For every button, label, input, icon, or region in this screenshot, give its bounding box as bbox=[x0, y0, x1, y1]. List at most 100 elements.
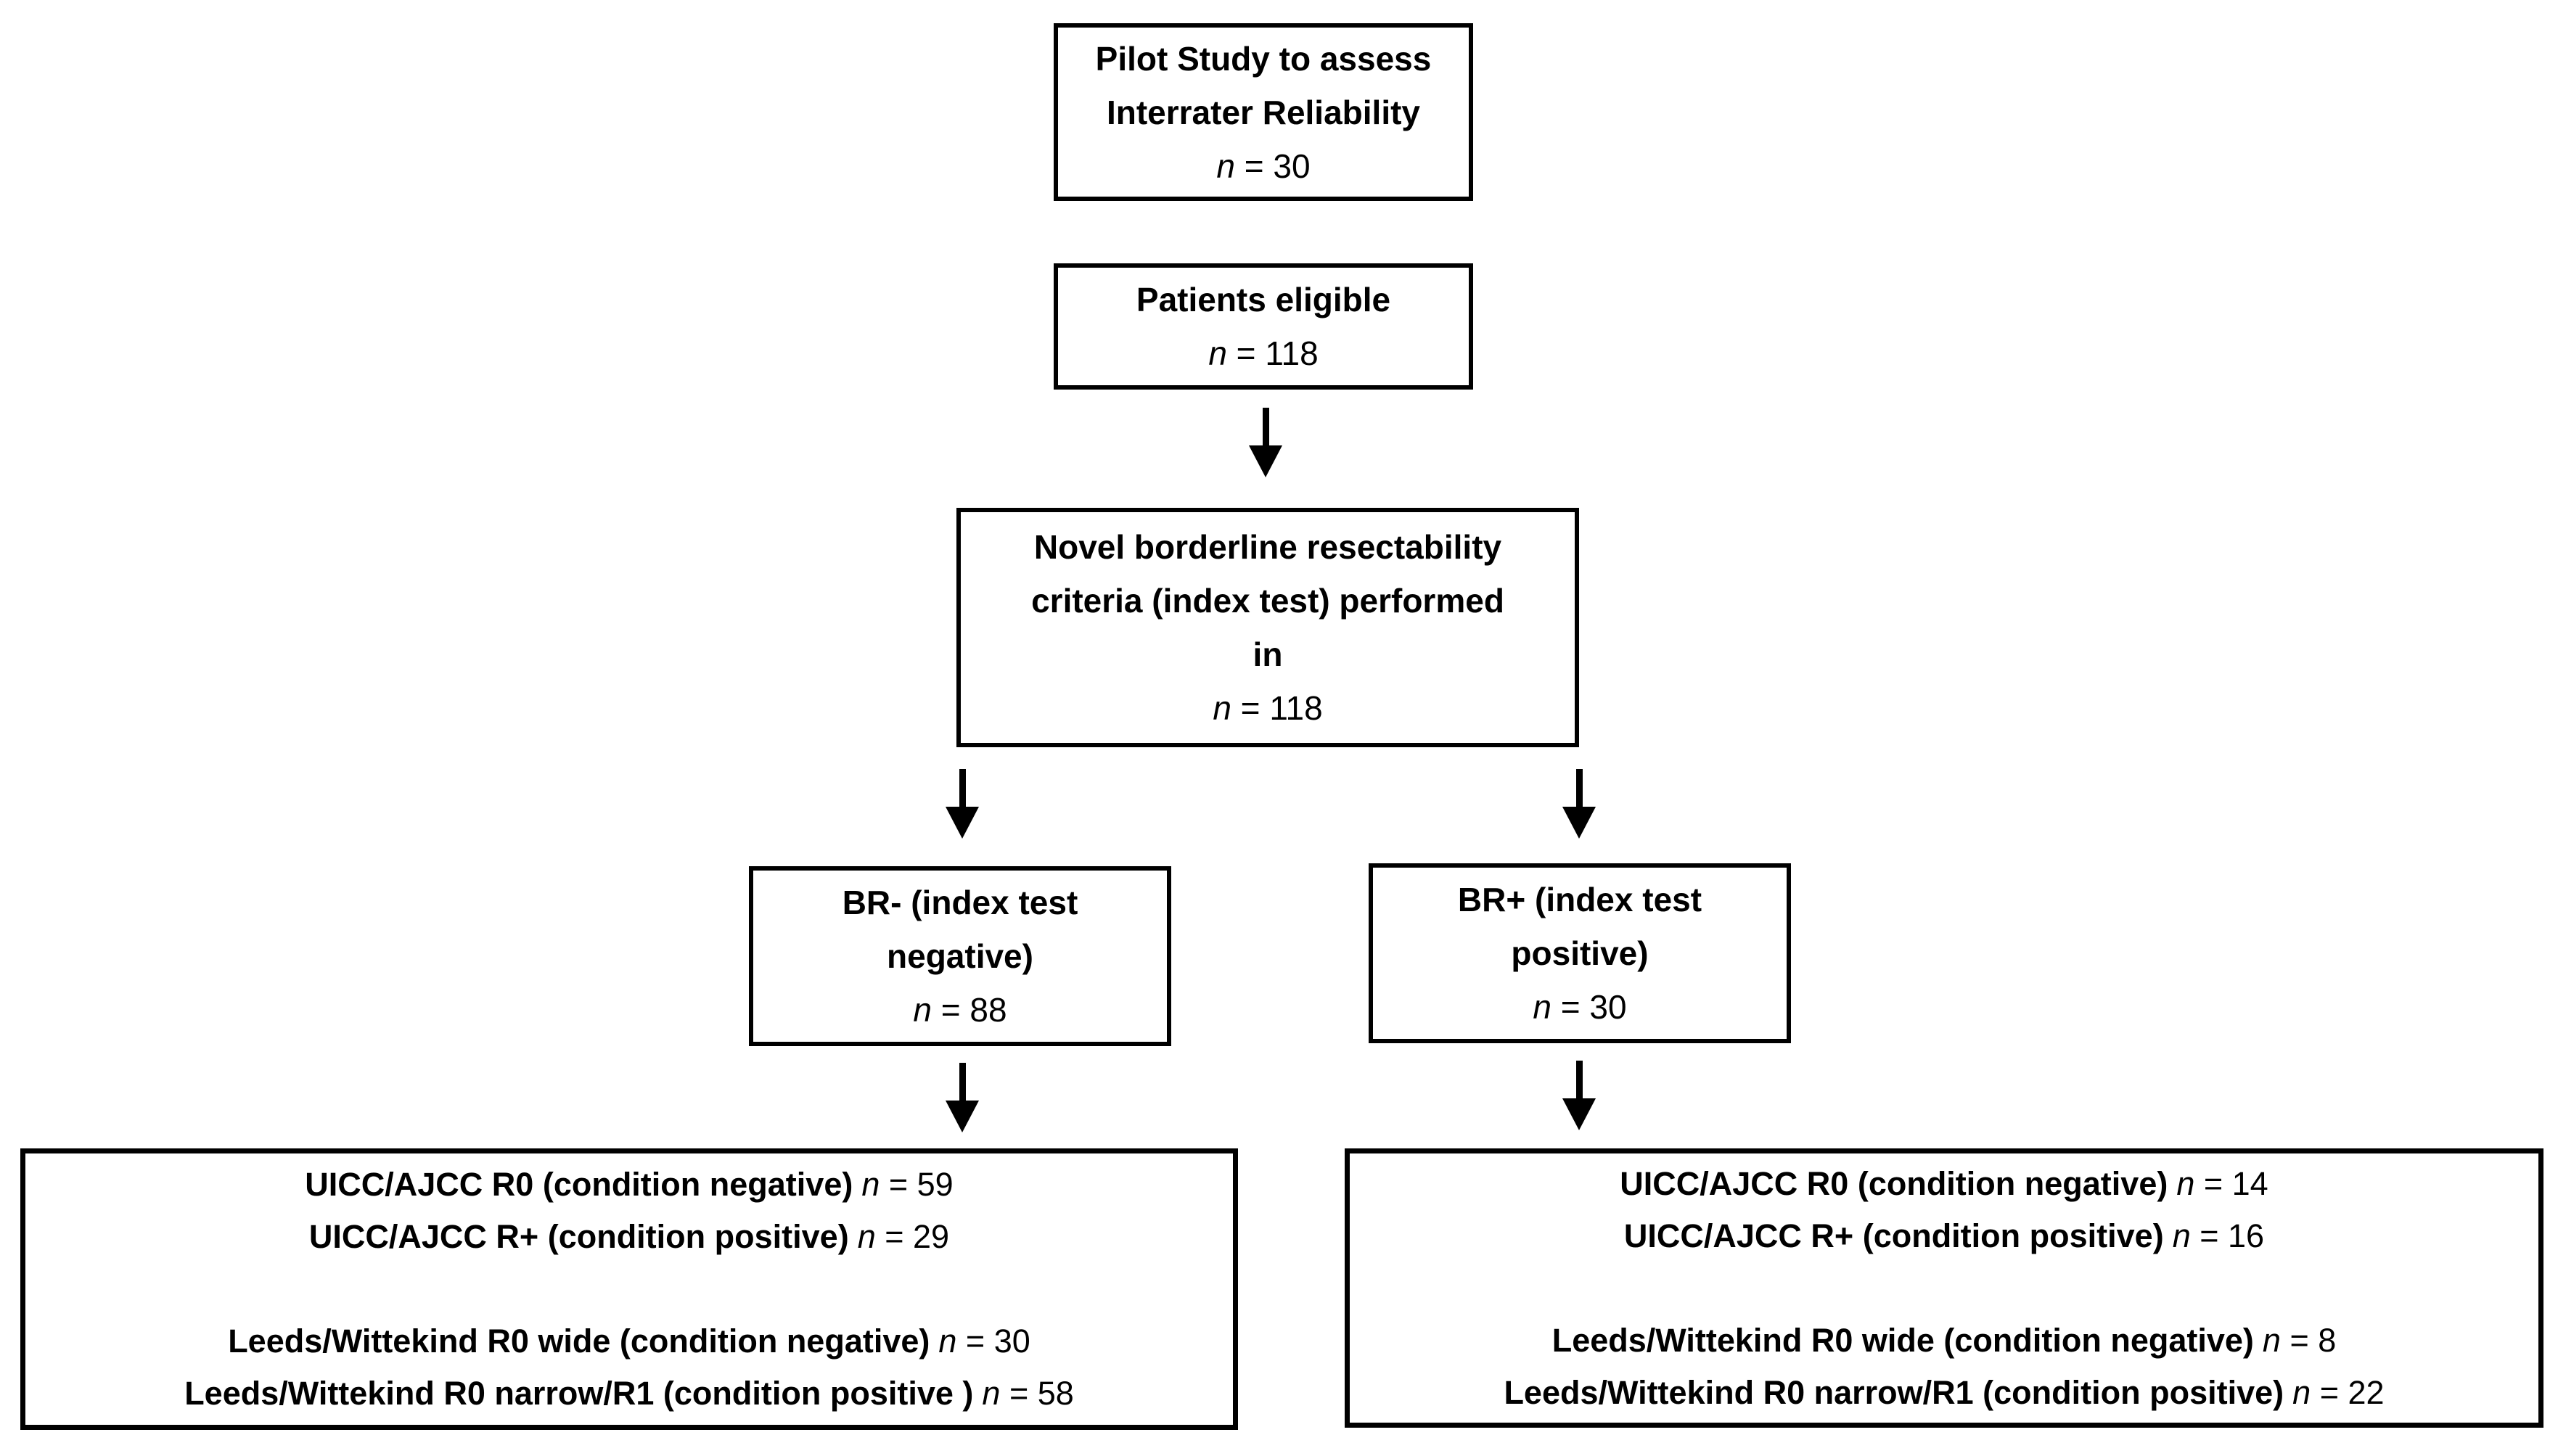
br-positive-box: BR+ (index test positive) n = 30 bbox=[1369, 863, 1791, 1043]
pilot-study-box: Pilot Study to assess Interrater Reliabi… bbox=[1054, 23, 1473, 201]
outcome-line: UICC/AJCC R0 (condition negative)n = 59 bbox=[305, 1159, 953, 1211]
arrow-head bbox=[946, 807, 979, 839]
uicc-group: UICC/AJCC R0 (condition negative)n = 14 … bbox=[1620, 1158, 2268, 1262]
n-value: 58 bbox=[1037, 1375, 1074, 1412]
n-symbol: n bbox=[913, 991, 932, 1029]
box-text-line: Interrater Reliability bbox=[1106, 93, 1421, 131]
outcome-label: Leeds/Wittekind R0 narrow/R1 (condition … bbox=[1504, 1373, 2284, 1411]
br-negative-box: BR- (index test negative) n = 88 bbox=[749, 866, 1171, 1046]
outcome-line: UICC/AJCC R+ (condition positive)n = 29 bbox=[309, 1211, 949, 1263]
equals-sign: = bbox=[1551, 988, 1590, 1026]
outcome-line: Leeds/Wittekind R0 narrow/R1 (condition … bbox=[1504, 1367, 2384, 1419]
sample-size: n = 30 bbox=[938, 1323, 1030, 1360]
outcome-label: UICC/AJCC R+ (condition positive) bbox=[1623, 1217, 2164, 1254]
outcome-line: UICC/AJCC R+ (condition positive)n = 16 bbox=[1624, 1210, 2264, 1262]
equals-sign: = bbox=[2190, 1217, 2229, 1254]
uicc-group: UICC/AJCC R0 (condition negative)n = 59 … bbox=[305, 1159, 953, 1263]
arrow-head bbox=[946, 1101, 979, 1132]
sample-size: n = 30 bbox=[1533, 980, 1626, 1034]
sample-size: n = 29 bbox=[858, 1218, 949, 1255]
outcome-line: UICC/AJCC R0 (condition negative)n = 14 bbox=[1620, 1158, 2268, 1210]
n-symbol: n bbox=[2262, 1321, 2281, 1359]
equals-sign: = bbox=[2194, 1164, 2232, 1202]
arrow-shaft bbox=[1575, 769, 1583, 807]
arrow-head bbox=[1249, 445, 1282, 477]
n-symbol: n bbox=[857, 1218, 876, 1255]
n-value: 118 bbox=[1265, 334, 1319, 372]
box-text-line: BR+ (index test bbox=[1457, 881, 1702, 918]
n-value: 118 bbox=[1269, 689, 1323, 727]
box-text-line: negative) bbox=[887, 937, 1033, 975]
n-symbol: n bbox=[1213, 689, 1231, 727]
down-arrow-icon bbox=[1562, 1061, 1596, 1130]
outcome-label: Leeds/Wittekind R0 narrow/R1 (condition … bbox=[184, 1375, 974, 1412]
leeds-group: Leeds/Wittekind R0 wide (condition negat… bbox=[184, 1315, 1074, 1420]
outcome-line: Leeds/Wittekind R0 wide (condition negat… bbox=[228, 1315, 1030, 1367]
equals-sign: = bbox=[2280, 1321, 2319, 1359]
n-symbol: n bbox=[982, 1375, 1001, 1412]
arrow-head bbox=[1562, 1098, 1596, 1130]
box-text-line: Novel borderline resectability bbox=[1033, 528, 1502, 566]
n-symbol: n bbox=[1533, 988, 1551, 1026]
equals-sign: = bbox=[875, 1218, 914, 1255]
equals-sign: = bbox=[931, 991, 970, 1029]
equals-sign: = bbox=[1226, 334, 1266, 372]
equals-sign: = bbox=[956, 1323, 994, 1360]
equals-sign: = bbox=[880, 1166, 917, 1203]
box-text-line: positive) bbox=[1511, 934, 1649, 972]
sample-size: n = 30 bbox=[1216, 139, 1310, 193]
n-symbol: n bbox=[1216, 147, 1235, 185]
equals-sign: = bbox=[1234, 147, 1274, 185]
sample-size: n = 58 bbox=[982, 1375, 1073, 1412]
box-text-line: in bbox=[1253, 636, 1283, 673]
outcome-line: Leeds/Wittekind R0 wide (condition negat… bbox=[1552, 1315, 2337, 1367]
index-test-box: Novel borderline resectability criteria … bbox=[956, 508, 1579, 747]
down-arrow-icon bbox=[1248, 408, 1283, 477]
down-arrow-icon bbox=[945, 1063, 980, 1132]
sample-size: n = 118 bbox=[1208, 326, 1318, 380]
down-arrow-icon bbox=[1562, 769, 1596, 839]
sample-size: n = 88 bbox=[913, 983, 1007, 1037]
n-value: 14 bbox=[2231, 1164, 2268, 1202]
outcome-br-negative-box: UICC/AJCC R0 (condition negative)n = 59 … bbox=[20, 1148, 1238, 1430]
equals-sign: = bbox=[1000, 1375, 1038, 1412]
outcome-label: UICC/AJCC R+ (condition positive) bbox=[308, 1218, 849, 1255]
outcome-label: UICC/AJCC R0 (condition negative) bbox=[305, 1166, 853, 1203]
n-value: 88 bbox=[970, 991, 1007, 1029]
n-symbol: n bbox=[938, 1323, 957, 1360]
n-value: 59 bbox=[917, 1166, 954, 1203]
box-text-line: Patients eligible bbox=[1136, 281, 1391, 318]
sample-size: n = 118 bbox=[1213, 681, 1322, 735]
sample-size: n = 8 bbox=[2263, 1322, 2336, 1359]
n-symbol: n bbox=[2292, 1373, 2311, 1411]
down-arrow-icon bbox=[945, 769, 980, 839]
arrow-shaft bbox=[1262, 408, 1269, 445]
n-value: 8 bbox=[2318, 1321, 2337, 1359]
n-value: 29 bbox=[913, 1218, 950, 1255]
leeds-group: Leeds/Wittekind R0 wide (condition negat… bbox=[1504, 1315, 2384, 1419]
arrow-shaft bbox=[1575, 1061, 1583, 1098]
equals-sign: = bbox=[1231, 689, 1270, 727]
sample-size: n = 22 bbox=[2292, 1374, 2384, 1411]
outcome-label: Leeds/Wittekind R0 wide (condition negat… bbox=[1551, 1321, 2254, 1359]
n-symbol: n bbox=[1208, 334, 1227, 372]
patients-eligible-box: Patients eligible n = 118 bbox=[1054, 263, 1473, 390]
arrow-shaft bbox=[959, 769, 966, 807]
arrow-shaft bbox=[959, 1063, 966, 1101]
n-symbol: n bbox=[2176, 1164, 2195, 1202]
n-value: 30 bbox=[1273, 147, 1311, 185]
sample-size: n = 16 bbox=[2173, 1217, 2264, 1254]
n-value: 30 bbox=[1589, 988, 1627, 1026]
n-symbol: n bbox=[861, 1166, 880, 1203]
n-value: 22 bbox=[2348, 1373, 2385, 1411]
n-value: 16 bbox=[2228, 1217, 2265, 1254]
box-text-line: Pilot Study to assess bbox=[1095, 39, 1432, 78]
arrow-head bbox=[1562, 807, 1596, 839]
n-symbol: n bbox=[2172, 1217, 2191, 1254]
box-text-line: criteria (index test) performed bbox=[1031, 582, 1504, 620]
outcome-line: Leeds/Wittekind R0 narrow/R1 (condition … bbox=[184, 1367, 1074, 1420]
outcome-label: UICC/AJCC R0 (condition negative) bbox=[1620, 1164, 2168, 1202]
equals-sign: = bbox=[2311, 1373, 2348, 1411]
n-value: 30 bbox=[993, 1323, 1030, 1360]
